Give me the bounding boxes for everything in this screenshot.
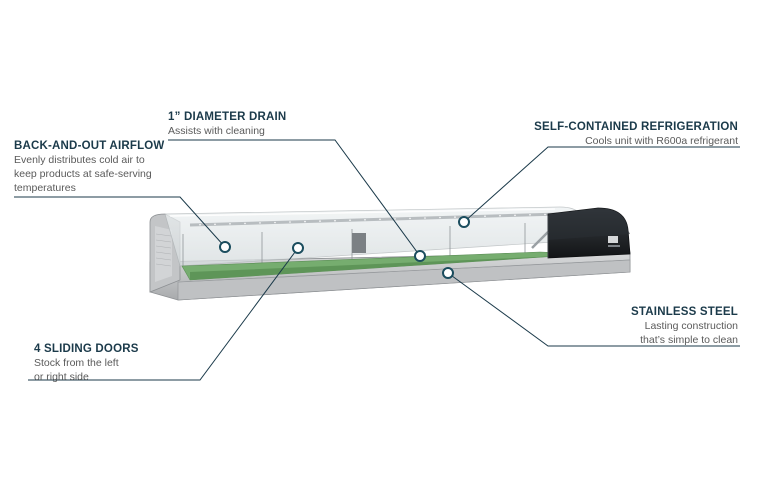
airflow-title: BACK-AND-OUT AIRFLOW [14,140,165,152]
callout-refrigeration: SELF-CONTAINED REFRIGERATION Cools unit … [534,120,738,148]
doors-description-line-1: Stock from the left [34,357,119,369]
airflow-description-line-3: temperatures [14,182,76,194]
steel-title: STAINLESS STEEL [631,306,738,318]
refrigeration-title: SELF-CONTAINED REFRIGERATION [534,121,738,133]
callout-airflow: BACK-AND-OUT AIRFLOW Evenly distributes … [14,139,165,195]
callout-leader-lines [14,139,740,381]
drain-title: 1” DIAMETER DRAIN [168,111,287,123]
steel-description-line-2: that’s simple to clean [640,334,738,346]
rear-light-strip [189,212,561,227]
callout-stainless-steel: STAINLESS STEEL Lasting construction tha… [631,305,738,347]
refrigeration-description: Cools unit with R600a refrigerant [585,135,738,147]
doors-description-line-2: or right side [34,371,89,383]
refrigeration-housing [531,207,631,259]
steel-description-line-1: Lasting construction [644,320,738,332]
airflow-marker [219,241,231,253]
refrigeration-marker [458,216,470,228]
doors-title: 4 SLIDING DOORS [34,343,139,355]
airflow-leader-line [14,196,226,248]
drain-marker [414,250,426,262]
airflow-description-line-2: keep products at safe-serving [14,168,152,180]
callout-markers [219,216,470,279]
airflow-description-line-1: Evenly distributes cold air to [14,154,145,166]
steel-leader-line [447,272,740,347]
callout-drain: 1” DIAMETER DRAIN Assists with cleaning [168,110,286,138]
steel-marker [442,267,454,279]
doors-marker [292,242,304,254]
drain-leader-line [168,139,421,257]
sliding-doors [182,223,526,268]
callout-sliding-doors: 4 SLIDING DOORS Stock from the left or r… [34,342,139,384]
refrigeration-leader-line [463,146,740,223]
doors-leader-line [28,247,299,381]
drain-description: Assists with cleaning [168,125,265,137]
